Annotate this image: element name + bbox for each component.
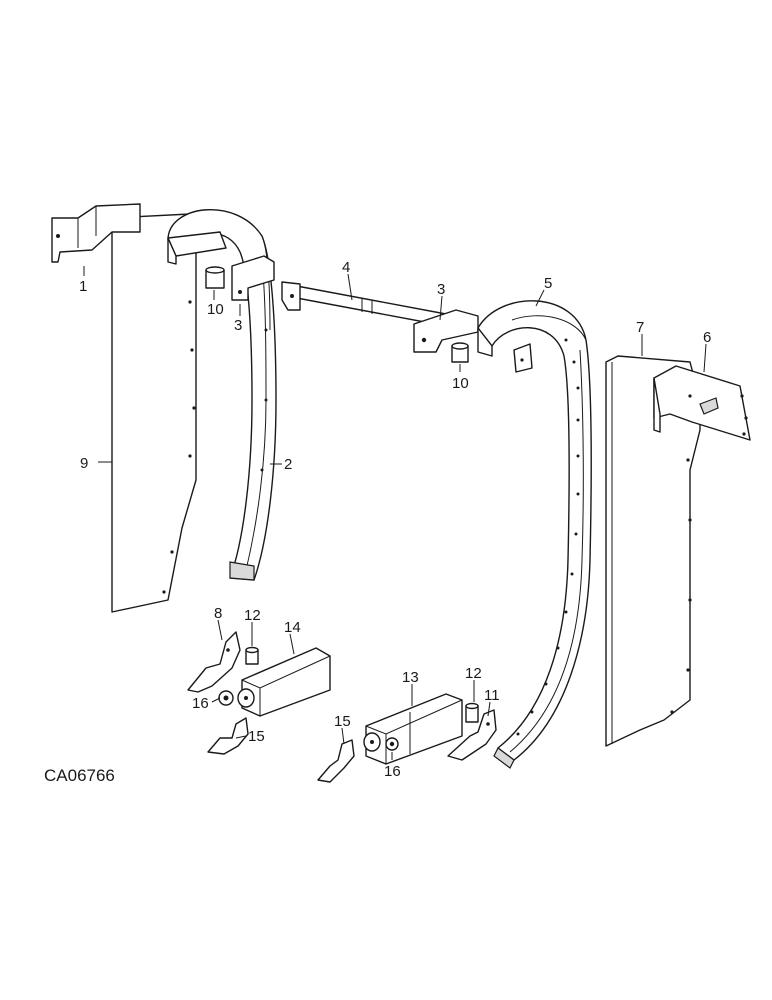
right-mounting-bracket [653,365,751,441]
right-upper-clip [447,709,497,761]
left-upper-clip [187,631,241,693]
right-support-bracket [413,309,479,353]
callout-9: 9 [80,455,88,472]
left-bushing [245,646,259,665]
callout-4: 4 [342,259,350,276]
callout-11: 11 [484,687,500,704]
right-block [363,693,463,765]
left-washer [218,690,234,706]
left-block [237,647,331,717]
callout-8: 8 [214,605,222,622]
cross-tube [281,281,447,327]
callout-16: 16 [192,695,209,712]
callout-15: 15 [248,728,265,745]
diagram-code: CA06766 [44,766,115,785]
left-support-bracket [231,255,275,301]
callout-13: 13 [402,669,419,686]
callout-14: 14 [284,619,301,636]
callout-10: 10 [452,375,469,392]
callout-5: 5 [544,275,552,292]
right-bushing [465,702,479,723]
callout-7: 7 [636,319,644,336]
right-curved-rail [477,300,592,769]
left-top-clamp [167,231,227,265]
callout-10: 10 [207,301,224,318]
callouts: 1 2 3 3 4 5 6 7 8 9 10 10 11 12 12 13 14… [79,259,711,780]
left-curved-rail [167,208,277,581]
callout-3: 3 [437,281,445,298]
right-pin [451,342,469,363]
callout-15: 15 [334,713,351,730]
leader-lines [83,266,707,760]
callout-16: 16 [384,763,401,780]
callout-1: 1 [79,278,87,295]
callout-12: 12 [244,607,261,624]
right-side-panel [605,355,701,747]
left-pin [205,266,225,289]
right-lower-clip [317,739,355,783]
left-mounting-bracket [51,203,141,263]
right-washer [385,737,399,751]
left-lower-clip [207,717,249,755]
left-side-panel [111,213,197,613]
callout-3: 3 [234,317,242,334]
callout-2: 2 [284,456,292,473]
callout-6: 6 [703,329,711,346]
callout-12: 12 [465,665,482,682]
